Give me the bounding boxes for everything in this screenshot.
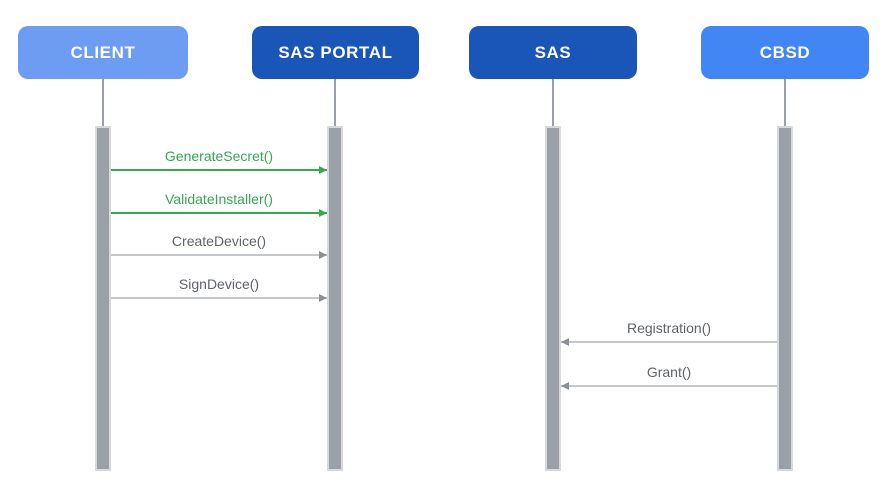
- actor-label-sas: SAS: [534, 42, 572, 62]
- arrow-right-icon: [319, 251, 327, 259]
- arrow-left-icon: [561, 382, 569, 390]
- actor-label-client: CLIENT: [70, 42, 136, 62]
- message-arrow: [111, 166, 327, 174]
- arrow-line: [561, 385, 777, 387]
- message-sign-device: SignDevice(): [111, 274, 327, 302]
- message-arrow: [111, 209, 327, 217]
- arrow-right-icon: [319, 209, 327, 217]
- message-arrow: [561, 338, 777, 346]
- actor-label-cbsd: CBSD: [759, 42, 811, 62]
- lifeline-sas: [552, 79, 554, 126]
- message-validate-installer: ValidateInstaller(): [111, 189, 327, 217]
- arrow-line: [111, 169, 327, 171]
- lifeline-client: [102, 79, 104, 126]
- actor-box-client: CLIENT: [18, 26, 188, 79]
- message-label: GenerateSecret(): [164, 148, 274, 164]
- message-label: SignDevice(): [178, 276, 260, 292]
- activation-bar-cbsd: [777, 126, 793, 471]
- arrow-right-icon: [319, 294, 327, 302]
- actor-box-sas-portal: SAS PORTAL: [252, 26, 419, 79]
- arrow-line: [111, 254, 327, 256]
- activation-bar-client: [95, 126, 111, 471]
- activation-bar-sas-portal: [327, 126, 343, 471]
- message-label: CreateDevice(): [171, 233, 267, 249]
- message-label: Registration(): [626, 320, 712, 336]
- arrow-line: [561, 341, 777, 343]
- message-arrow: [561, 382, 777, 390]
- actor-box-cbsd: CBSD: [701, 26, 869, 79]
- message-registration: Registration(): [561, 318, 777, 346]
- message-arrow: [111, 251, 327, 259]
- activation-bar-sas: [545, 126, 561, 471]
- lifeline-cbsd: [784, 79, 786, 126]
- message-label: ValidateInstaller(): [165, 191, 273, 207]
- arrow-left-icon: [561, 338, 569, 346]
- lifeline-sas-portal: [334, 79, 336, 126]
- message-create-device: CreateDevice(): [111, 231, 327, 259]
- arrow-right-icon: [319, 166, 327, 174]
- actor-box-sas: SAS: [469, 26, 637, 79]
- arrow-line: [111, 212, 327, 214]
- arrow-line: [111, 297, 327, 299]
- message-generate-secret: GenerateSecret(): [111, 146, 327, 174]
- message-arrow: [111, 294, 327, 302]
- actor-label-sas-portal: SAS PORTAL: [278, 42, 393, 62]
- message-label: Grant(): [646, 364, 692, 380]
- message-grant: Grant(): [561, 362, 777, 390]
